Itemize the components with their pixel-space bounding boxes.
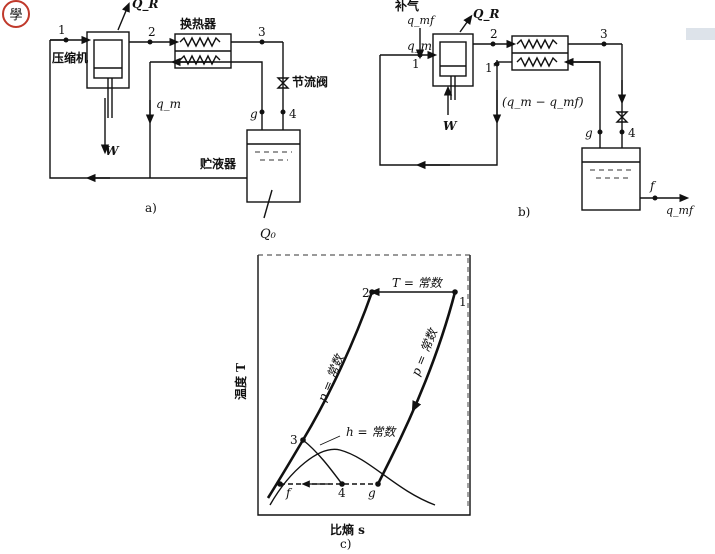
point-f-c: f — [285, 486, 293, 500]
throttle-valve-a — [276, 77, 290, 89]
point-g-b: g — [585, 126, 593, 140]
heat-label-a: Q_R — [132, 0, 158, 12]
isenthalp-line — [302, 439, 343, 485]
point-2-c: 2 — [362, 286, 370, 300]
caption-a: a) — [145, 201, 157, 215]
svg-text:學: 學 — [9, 8, 22, 23]
caption-c: c) — [340, 537, 351, 550]
makeup-label: 补气 — [394, 0, 419, 13]
heat-label-b: Q_R — [473, 7, 499, 22]
isobar-label-left: p = 常数 — [315, 351, 347, 404]
diagram-b: 补气 q_mf q_m 1 W Q_R 2 3 4 — [379, 0, 695, 219]
point-f-b: f — [649, 179, 657, 193]
liquid-out-flow-label: q_mf — [666, 204, 695, 217]
heat-exchanger-label: 换热器 — [180, 16, 217, 31]
point-3-b: 3 — [600, 27, 608, 41]
point-1-b: 1 — [412, 57, 420, 71]
institution-seal-icon: 學 — [2, 0, 30, 28]
ts-frame — [257, 255, 471, 516]
point-4-a: 4 — [289, 107, 297, 121]
compressor-label: 压缩机 — [52, 50, 88, 65]
point-1-a: 1 — [58, 23, 66, 37]
q0-label: Q₀ — [260, 227, 277, 242]
point-2-b: 2 — [490, 27, 498, 41]
point-4-c: 4 — [338, 486, 346, 500]
point-1prime-b: 1' — [485, 61, 496, 75]
x-axis-label: 比熵 s — [330, 522, 365, 537]
makeup-flow-label: q_mf — [407, 14, 436, 27]
y-axis-label: 温度 T — [233, 363, 248, 400]
receiver-tank-b — [581, 147, 641, 211]
receiver-label-a: 贮液器 — [199, 156, 237, 171]
point-1-c: 1 — [459, 295, 467, 309]
point-2-a: 2 — [148, 25, 156, 39]
caption-b: b) — [518, 205, 530, 219]
thumbnail-strip — [686, 28, 715, 40]
loop-line-a — [49, 40, 247, 179]
work-label-a: W — [105, 144, 120, 158]
valve-label-a: 节流阀 — [292, 74, 328, 89]
return-flow-label: (q_m − q_mf) — [502, 95, 584, 109]
point-3-c: 3 — [290, 433, 298, 447]
point-4-b: 4 — [628, 126, 636, 140]
point-g-a: g — [250, 107, 258, 121]
isobar-left — [266, 291, 374, 499]
throttle-valve-b — [615, 111, 629, 123]
saturation-dome — [269, 448, 436, 506]
receiver-tank-a — [246, 129, 301, 203]
flow-label-a: q_m — [156, 97, 181, 111]
work-label-b: W — [443, 119, 458, 133]
compressor-b — [432, 33, 474, 87]
diagram-a: Q_R W 1 压缩机 2 换热器 3 节流阀 4 g q_m — [49, 0, 328, 242]
point-g-c: g — [368, 486, 376, 500]
point-3-a: 3 — [258, 25, 266, 39]
heat-out-arrow-a — [117, 2, 130, 31]
isotherm-label: T = 常数 — [392, 276, 444, 290]
flow-label-b: q_m — [407, 39, 432, 53]
isobar-right — [376, 291, 457, 485]
diagram-c: 2 1 T = 常数 p = 常数 p = 常数 3 h = 常数 f 4 g … — [233, 254, 471, 551]
isenthalp-label: h = 常数 — [346, 425, 397, 439]
